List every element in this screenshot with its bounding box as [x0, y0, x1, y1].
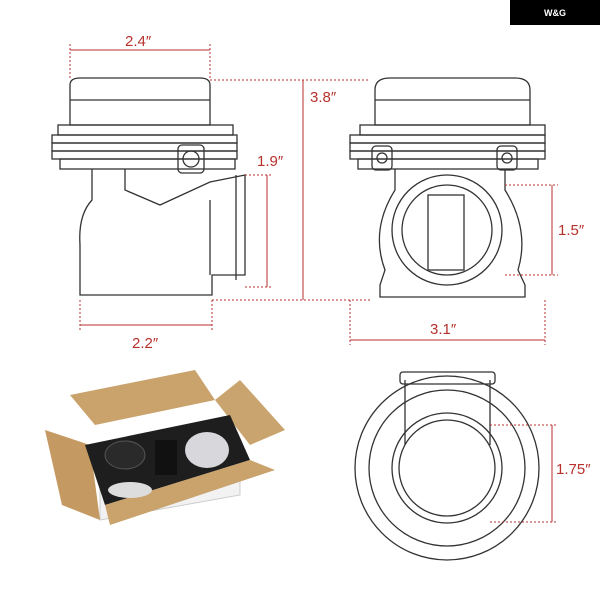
front-view-drawing: [349, 77, 546, 298]
bottom-view-drawing: [354, 371, 540, 561]
brand-logo: W&G: [510, 0, 600, 25]
dimension-lines: [69, 44, 558, 523]
dim-base-width: 2.2″: [132, 335, 159, 352]
dim-bottom-diameter: 1.75″: [556, 461, 591, 478]
dim-inlet-height: 1.9″: [257, 153, 284, 170]
dim-total-height: 3.8″: [310, 89, 337, 106]
logo-text: W&G: [544, 7, 566, 18]
dim-outlet-diameter: 1.5″: [558, 222, 585, 239]
dim-body-width: 3.1″: [430, 321, 457, 338]
packaging-box-photo: [45, 370, 285, 525]
side-view-drawing: [51, 77, 246, 296]
dim-top-width: 2.4″: [125, 33, 152, 50]
